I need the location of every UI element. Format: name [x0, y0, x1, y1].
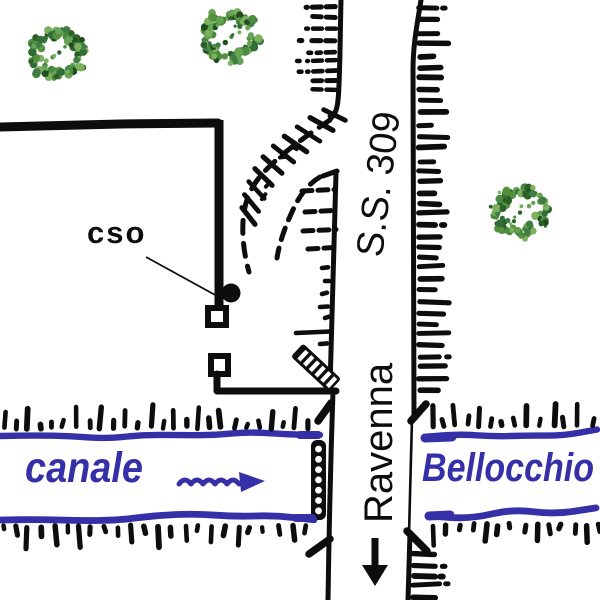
svg-text:Bellocchio: Bellocchio [422, 446, 594, 490]
svg-text:cso: cso [87, 215, 146, 250]
svg-text:Ravenna: Ravenna [357, 362, 401, 523]
svg-text:canale: canale [25, 444, 143, 492]
